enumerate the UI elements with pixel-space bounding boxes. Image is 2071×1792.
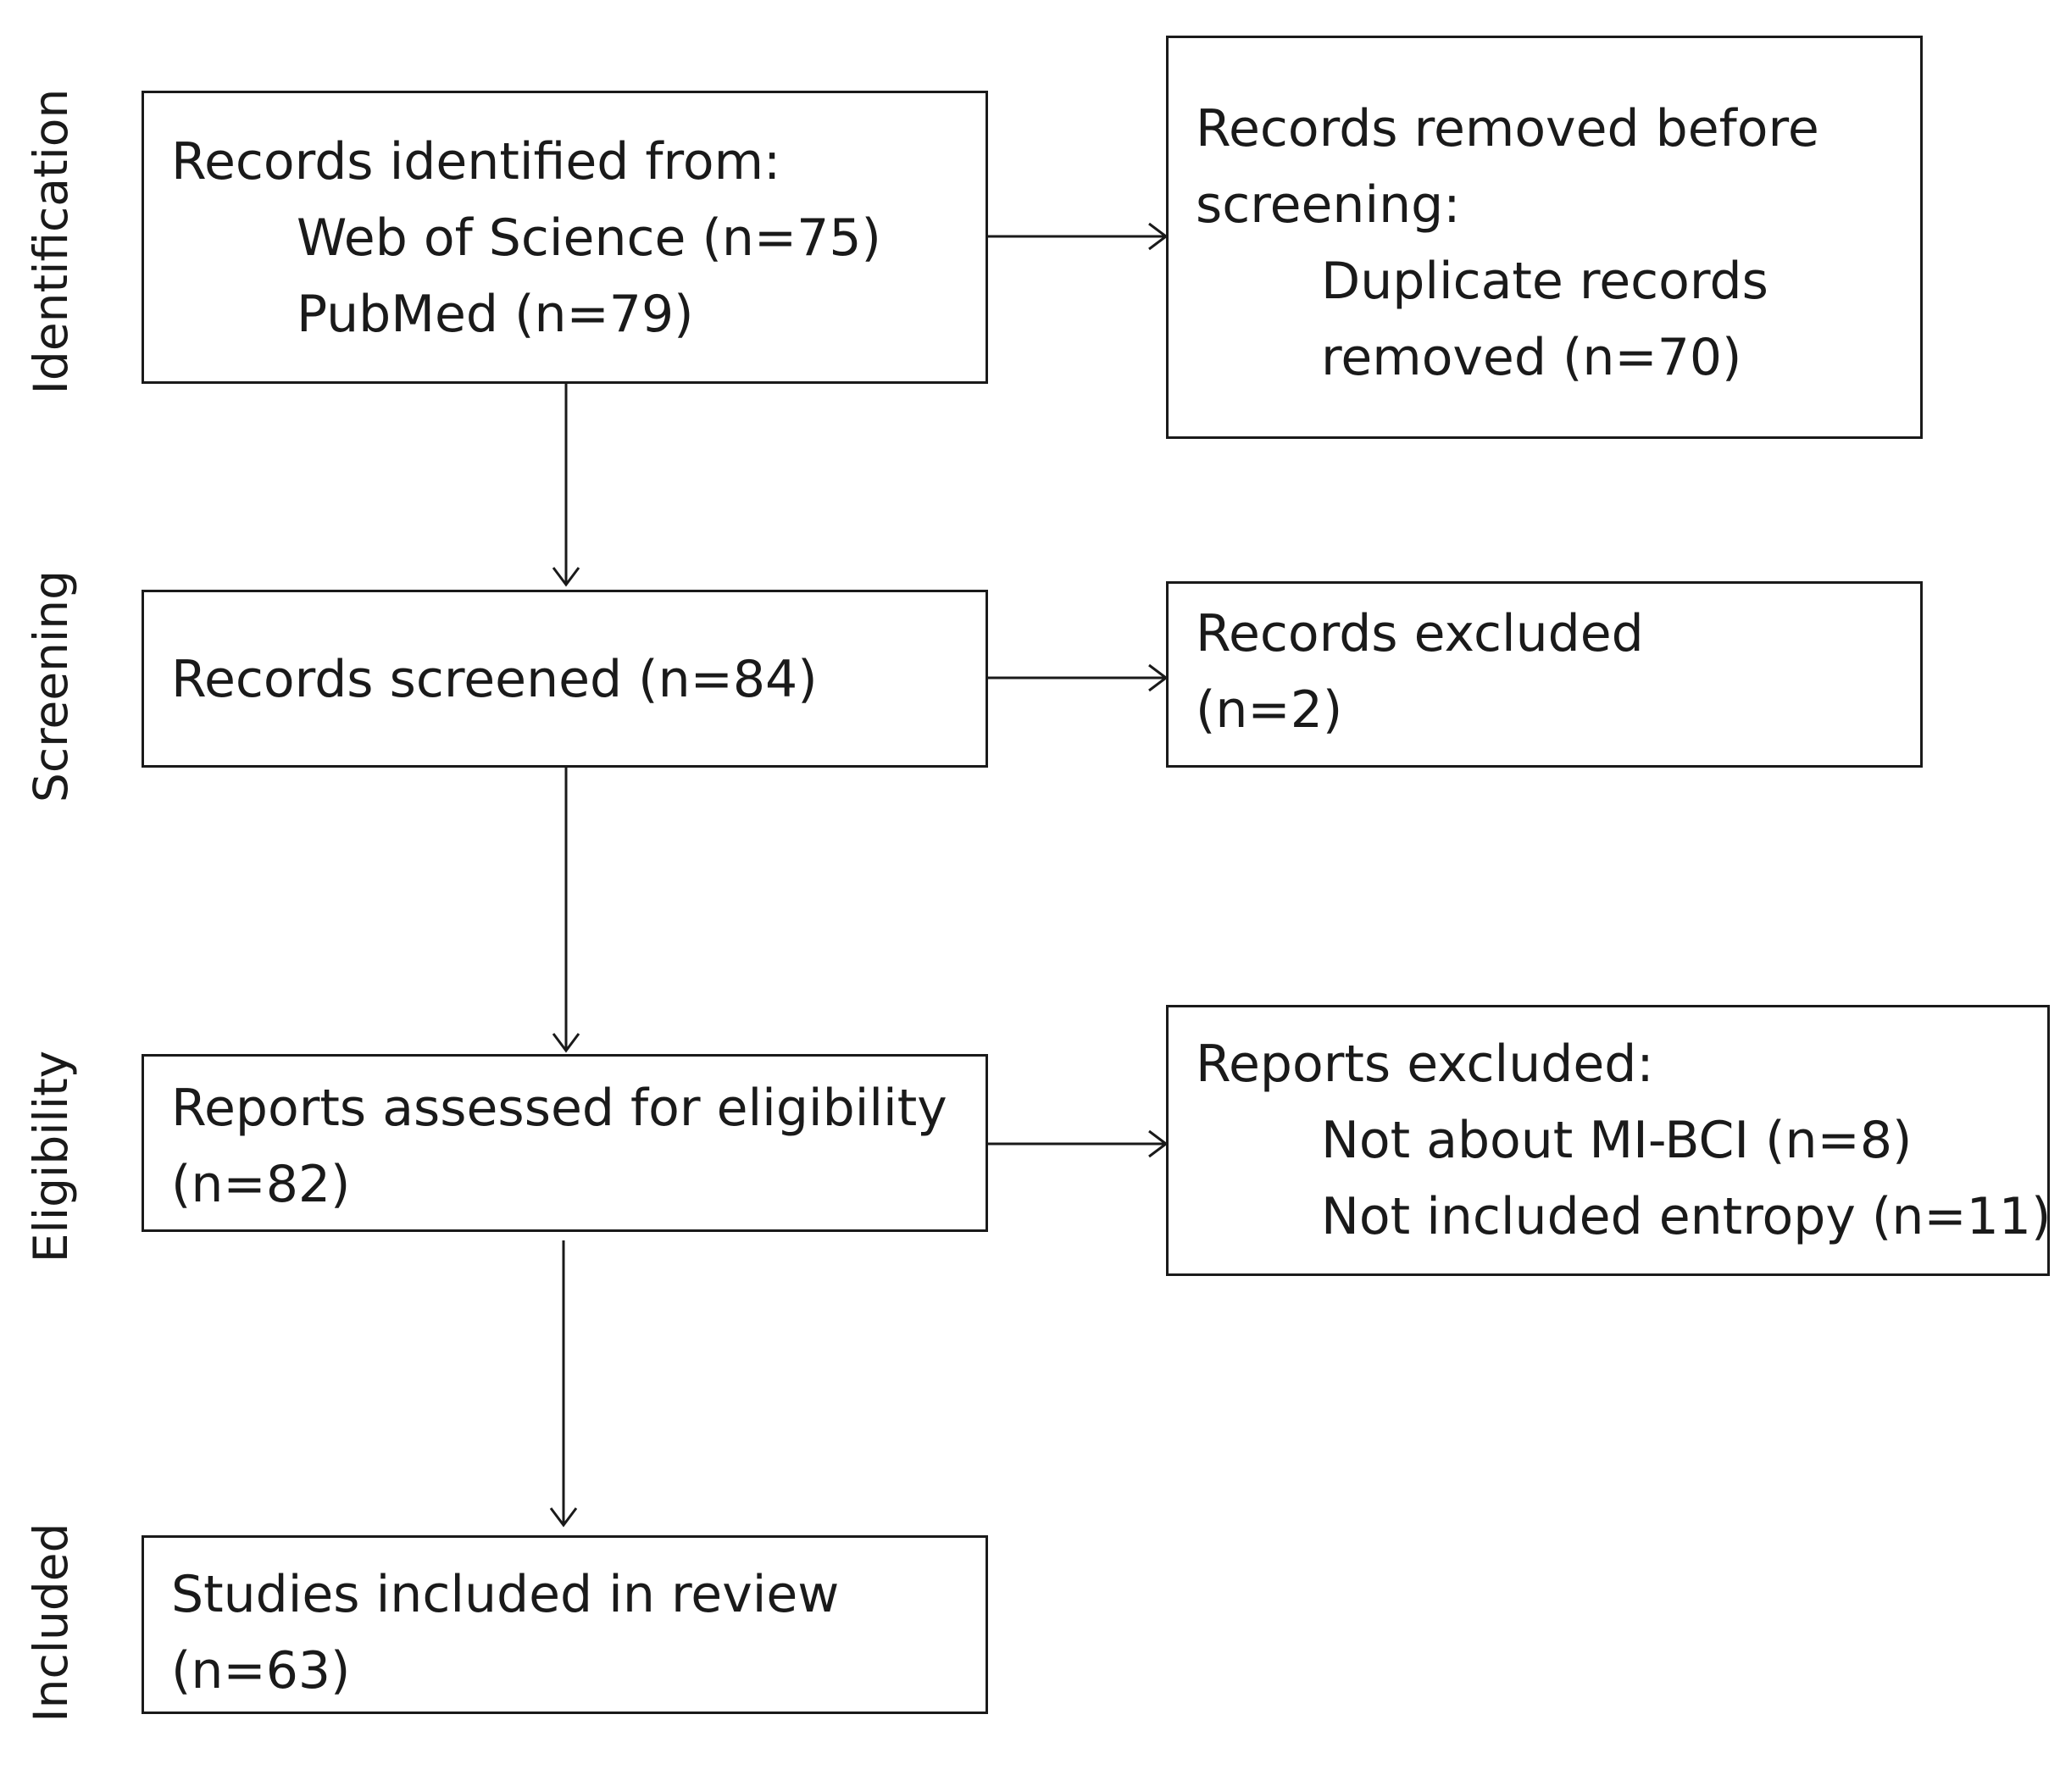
- studies-included-count: (n=63): [171, 1641, 351, 1700]
- records-screened-text: Records screened (n=84): [171, 650, 818, 709]
- records-identified-box: Records identified from: Web of Science …: [142, 91, 988, 384]
- source-pubmed: PubMed (n=79): [297, 285, 694, 344]
- reports-excluded-box: Reports excluded: Not about MI-BCI (n=8)…: [1166, 1005, 2052, 1276]
- reports-assessed-line1: Reports assessed for eligibility: [171, 1079, 947, 1138]
- excluded-reason-mi-bci: Not about MI-BCI (n=8): [1321, 1111, 1913, 1170]
- source-web-of-science: Web of Science (n=75): [297, 208, 881, 268]
- reports-excluded-heading: Reports excluded:: [1196, 1035, 1654, 1094]
- duplicate-removed-count: removed (n=70): [1321, 328, 1742, 387]
- records-removed-line1: Records removed before: [1196, 99, 1819, 158]
- reports-assessed-count: (n=82): [171, 1155, 351, 1214]
- reports-assessed-box: Reports assessed for eligibility (n=82): [142, 1054, 988, 1232]
- studies-included-line1: Studies included in review: [171, 1565, 840, 1624]
- arrowhead-assessed-to-included: [549, 1507, 578, 1528]
- flow-connectors: [549, 222, 1169, 1528]
- studies-included-box: Studies included in review (n=63): [142, 1535, 988, 1714]
- records-identified-heading: Records identified from:: [171, 132, 781, 191]
- arrowhead-screened-to-assessed: [552, 1033, 580, 1053]
- records-removed-box: Records removed before screening: Duplic…: [1166, 36, 1923, 439]
- duplicate-records-line: Duplicate records: [1321, 252, 1768, 311]
- records-excluded-line1: Records excluded: [1196, 604, 1644, 663]
- records-excluded-box: Records excluded (n=2): [1166, 581, 1923, 768]
- records-excluded-count: (n=2): [1196, 680, 1343, 740]
- excluded-reason-entropy: Not included entropy (n=11): [1321, 1187, 2052, 1246]
- records-screened-box: Records screened (n=84): [142, 590, 988, 768]
- records-removed-line2: screening:: [1196, 175, 1461, 235]
- arrowhead-identified-to-screened: [552, 567, 580, 587]
